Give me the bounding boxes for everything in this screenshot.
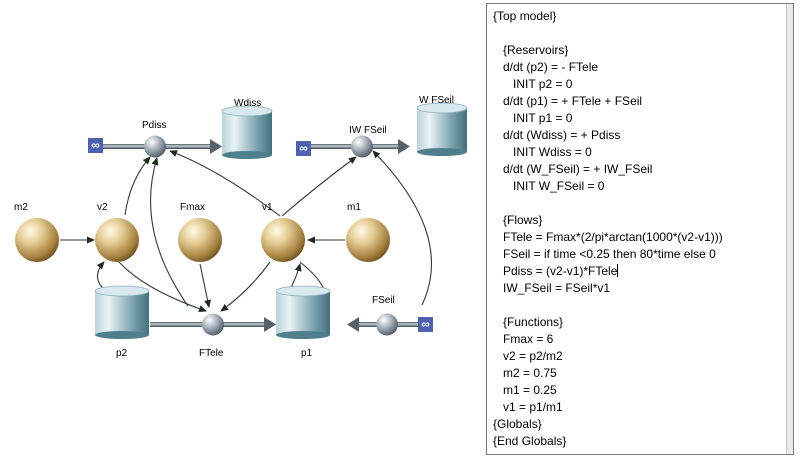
code-line-text: {Reservoirs} bbox=[493, 43, 569, 57]
code-line: d/dt (p2) = - FTele bbox=[493, 59, 723, 76]
code-line: INIT W_FSeil = 0 bbox=[493, 178, 723, 195]
equation-editor[interactable]: {Top model} {Reservoirs} d/dt (p2) = - F… bbox=[486, 3, 794, 455]
code-line: {Functions} bbox=[493, 314, 723, 331]
code-line-text: INIT W_FSeil = 0 bbox=[493, 179, 605, 193]
code-line: Pdiss = (v2-v1)*FTele bbox=[493, 263, 723, 280]
reservoir-label: p2 bbox=[116, 348, 128, 359]
code-line-text: d/dt (p1) = + FTele + FSeil bbox=[493, 94, 643, 108]
code-line-text: IW_FSeil = FSeil*v1 bbox=[493, 281, 611, 295]
code-line-text: Fmax = 6 bbox=[493, 332, 554, 346]
code-line: m1 = 0.25 bbox=[493, 382, 723, 399]
code-line: FSeil = if time <0.25 then 80*time else … bbox=[493, 246, 723, 263]
cloud-symbol: ∞ bbox=[299, 141, 308, 155]
code-line-text: {Flows} bbox=[493, 213, 543, 227]
equation-listing: {Top model} {Reservoirs} d/dt (p2) = - F… bbox=[493, 8, 723, 450]
code-line-text: d/dt (W_FSeil) = + IW_FSeil bbox=[493, 162, 653, 176]
flow-valve-fseil[interactable]: FSeil bbox=[372, 295, 398, 336]
reservoir-p2[interactable]: p2 bbox=[94, 285, 150, 359]
code-line: v2 = p2/m2 bbox=[493, 348, 723, 365]
code-line: v1 = p1/m1 bbox=[493, 399, 723, 416]
code-line-text: {Functions} bbox=[493, 315, 564, 329]
code-line: Fmax = 6 bbox=[493, 331, 723, 348]
reservoir-wfseil[interactable]: W FSeil bbox=[416, 95, 468, 156]
reservoir-label: p1 bbox=[301, 348, 313, 359]
code-line-text: v1 = p1/m1 bbox=[493, 400, 563, 414]
code-line-text: v2 = p2/m2 bbox=[493, 349, 563, 363]
code-line-text: {Top model} bbox=[493, 9, 557, 23]
reservoir-wdiss[interactable]: Wdiss bbox=[221, 98, 273, 159]
code-line: INIT Wdiss = 0 bbox=[493, 144, 723, 161]
cloud-symbol: ∞ bbox=[421, 317, 430, 331]
code-line-text: d/dt (Wdiss) = + Pdiss bbox=[493, 128, 621, 142]
cloud-sink-fseil[interactable]: ∞ bbox=[418, 317, 433, 332]
flow-valve-ftele[interactable]: FTele bbox=[199, 313, 224, 360]
code-line-text: INIT p1 = 0 bbox=[493, 111, 573, 125]
code-line: INIT p2 = 0 bbox=[493, 76, 723, 93]
code-line: {Flows} bbox=[493, 212, 723, 229]
variable-label: m1 bbox=[347, 202, 361, 213]
variable-m1[interactable]: m1 bbox=[346, 202, 390, 262]
reservoir-p1[interactable]: p1 bbox=[275, 285, 331, 359]
flow-label: IW FSeil bbox=[349, 125, 387, 136]
code-line bbox=[493, 25, 723, 42]
code-line: {Reservoirs} bbox=[493, 42, 723, 59]
vertical-scrollbar[interactable] bbox=[786, 4, 793, 454]
code-line: FTele = Fmax*(2/pi*arctan(1000*(v2-v1))) bbox=[493, 229, 723, 246]
reservoir-label: W FSeil bbox=[419, 95, 454, 106]
code-line-text: FSeil = if time <0.25 then 80*time else … bbox=[493, 247, 716, 261]
variable-v2[interactable]: v2 bbox=[95, 202, 139, 262]
model-diagram: ∞ ∞ ∞ Wdiss W FSeil bbox=[14, 95, 468, 360]
code-line-text: m2 = 0.75 bbox=[493, 366, 557, 380]
code-line-text: INIT Wdiss = 0 bbox=[493, 145, 592, 159]
code-line-text: INIT p2 = 0 bbox=[493, 77, 573, 91]
code-line-text: {Globals} bbox=[493, 417, 542, 431]
cloud-symbol: ∞ bbox=[91, 138, 100, 152]
variable-v1[interactable]: v1 bbox=[261, 202, 305, 262]
code-line-text: m1 = 0.25 bbox=[493, 383, 557, 397]
flow-label: FSeil bbox=[372, 295, 395, 306]
code-line-text: d/dt (p2) = - FTele bbox=[493, 60, 599, 74]
text-cursor bbox=[617, 264, 619, 277]
flow-valve-iwfseil[interactable]: IW FSeil bbox=[349, 125, 387, 158]
code-line-text: FTele = Fmax*(2/pi*arctan(1000*(v2-v1))) bbox=[493, 230, 723, 244]
cloud-source-pdiss[interactable]: ∞ bbox=[88, 138, 103, 153]
code-line-text: {End Globals} bbox=[493, 434, 567, 448]
code-line: d/dt (Wdiss) = + Pdiss bbox=[493, 127, 723, 144]
code-line: INIT p1 = 0 bbox=[493, 110, 723, 127]
variable-m2[interactable]: m2 bbox=[14, 202, 59, 262]
code-line: IW_FSeil = FSeil*v1 bbox=[493, 280, 723, 297]
flow-label: FTele bbox=[199, 348, 224, 359]
variable-label: v2 bbox=[97, 202, 108, 213]
code-line bbox=[493, 195, 723, 212]
code-line: {Top model} bbox=[493, 8, 723, 25]
code-line bbox=[493, 297, 723, 314]
flow-valve-pdiss[interactable]: Pdiss bbox=[142, 120, 166, 158]
code-line: d/dt (W_FSeil) = + IW_FSeil bbox=[493, 161, 723, 178]
code-line: {End Globals} bbox=[493, 433, 723, 450]
code-line: {Globals} bbox=[493, 416, 723, 433]
flow-label: Pdiss bbox=[142, 120, 166, 131]
variable-label: v1 bbox=[262, 202, 273, 213]
variable-label: m2 bbox=[14, 202, 28, 213]
code-line: d/dt (p1) = + FTele + FSeil bbox=[493, 93, 723, 110]
variable-fmax[interactable]: Fmax bbox=[178, 202, 222, 262]
code-line-text: Pdiss = (v2-v1)*FTele bbox=[493, 264, 618, 278]
reservoir-label: Wdiss bbox=[234, 98, 261, 109]
code-line: m2 = 0.75 bbox=[493, 365, 723, 382]
variable-label: Fmax bbox=[180, 202, 205, 213]
cloud-source-iwfseil[interactable]: ∞ bbox=[296, 141, 311, 156]
